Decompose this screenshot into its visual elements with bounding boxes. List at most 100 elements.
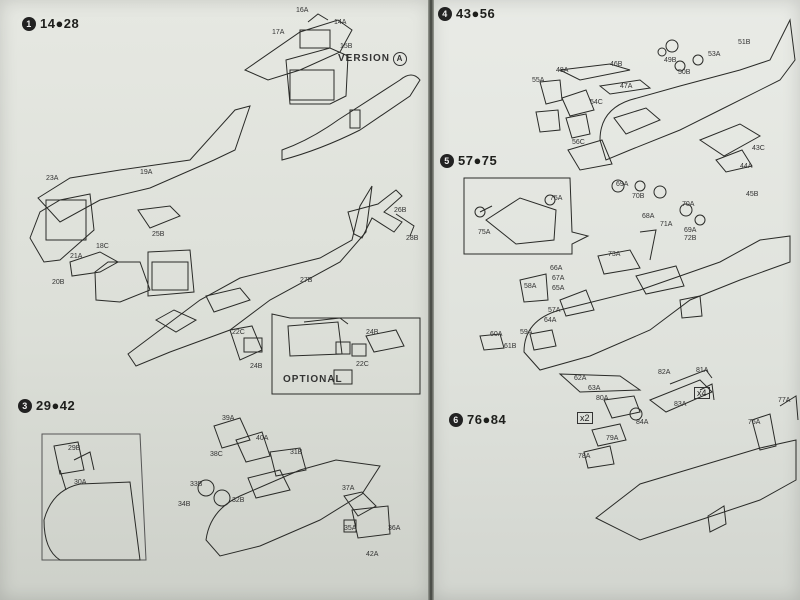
step-number: 3 (18, 398, 32, 413)
step-number: 4 (438, 6, 452, 21)
svg-text:48A: 48A (556, 67, 569, 74)
svg-text:37A: 37A (342, 485, 355, 492)
svg-text:70A: 70A (682, 201, 695, 208)
page-gutter (428, 0, 434, 600)
svg-text:59A: 59A (520, 329, 533, 336)
svg-text:20B: 20B (52, 279, 65, 286)
svg-text:16A: 16A (296, 7, 309, 14)
svg-text:31B: 31B (290, 449, 303, 456)
svg-text:80A: 80A (596, 395, 609, 402)
version-letter-badge: A (393, 52, 408, 66)
svg-text:75A: 75A (478, 229, 491, 236)
svg-text:21A: 21A (70, 253, 83, 260)
svg-text:29B: 29B (68, 445, 81, 452)
svg-text:50B: 50B (678, 69, 691, 76)
step-part-range: 14●28 (40, 16, 80, 31)
step-6-assembly-drawing (558, 369, 799, 541)
svg-text:14A: 14A (334, 19, 347, 26)
step-part-range: 43●56 (456, 6, 496, 21)
svg-text:34B: 34B (178, 501, 191, 508)
step-5-assembly-drawing (463, 177, 791, 371)
svg-text:76A: 76A (748, 419, 761, 426)
svg-text:63A: 63A (588, 385, 601, 392)
svg-text:71A: 71A (660, 221, 673, 228)
part-number-callouts: 16A 17A 14A 15B 23A 19A 25B 21A 20B 18C … (46, 7, 791, 558)
svg-text:45B: 45B (746, 191, 759, 198)
instruction-page-right (432, 0, 800, 600)
svg-text:73A: 73A (608, 251, 621, 258)
svg-text:43C: 43C (752, 145, 765, 152)
svg-text:84A: 84A (636, 419, 649, 426)
svg-text:39A: 39A (222, 415, 235, 422)
svg-text:24B: 24B (366, 329, 379, 336)
svg-text:42A: 42A (366, 551, 379, 558)
svg-text:61B: 61B (504, 343, 517, 350)
step-number: 1 (22, 16, 36, 31)
svg-text:38C: 38C (210, 451, 223, 458)
step-6-header: 6 76●84 (449, 412, 506, 427)
svg-text:69A: 69A (684, 227, 697, 234)
step-4-assembly-drawing (535, 18, 796, 173)
svg-text:65A: 65A (552, 285, 565, 292)
svg-text:82A: 82A (658, 369, 671, 376)
svg-text:56C: 56C (572, 139, 585, 146)
svg-text:51B: 51B (738, 39, 751, 46)
svg-text:24B: 24B (250, 363, 263, 370)
step-4-header: 4 43●56 (438, 6, 495, 21)
svg-text:28B: 28B (406, 235, 419, 242)
svg-text:40A: 40A (256, 435, 269, 442)
svg-text:60A: 60A (490, 331, 503, 338)
version-text: VERSION (338, 53, 391, 64)
step-3-header: 3 29●42 (18, 398, 75, 413)
instruction-page-left (0, 0, 430, 600)
optional-parts-panel (271, 313, 421, 395)
svg-text:75A: 75A (550, 195, 563, 202)
quantity-x2-box: x2 (577, 412, 593, 424)
svg-text:55A: 55A (532, 77, 545, 84)
svg-text:68A: 68A (642, 213, 655, 220)
svg-text:58A: 58A (524, 283, 537, 290)
svg-text:54C: 54C (590, 99, 603, 106)
svg-text:47A: 47A (620, 83, 633, 90)
svg-text:25B: 25B (152, 231, 165, 238)
step-part-range: 57●75 (458, 153, 498, 168)
quantity-x4-box: x4 (694, 387, 710, 399)
svg-text:77A: 77A (778, 397, 791, 404)
step-1-header: 1 14●28 (22, 16, 79, 31)
svg-text:18C: 18C (96, 243, 109, 250)
svg-text:69A: 69A (616, 181, 629, 188)
svg-text:57A: 57A (548, 307, 561, 314)
svg-text:72B: 72B (684, 235, 697, 242)
front-fuselage-drawing (197, 417, 391, 557)
svg-text:81A: 81A (696, 367, 709, 374)
svg-text:22C: 22C (232, 329, 245, 336)
step-part-range: 76●84 (467, 412, 507, 427)
svg-text:17A: 17A (272, 29, 285, 36)
svg-text:26B: 26B (394, 207, 407, 214)
svg-text:27B: 27B (300, 277, 313, 284)
fuselage-lower-drawing (127, 185, 415, 367)
svg-text:44A: 44A (740, 163, 753, 170)
cowling-version-a-drawing (243, 13, 421, 161)
svg-text:62A: 62A (574, 375, 587, 382)
svg-text:33B: 33B (190, 481, 203, 488)
svg-text:67A: 67A (552, 275, 565, 282)
step-number: 5 (440, 153, 454, 168)
step-number: 6 (449, 412, 463, 427)
svg-text:70B: 70B (632, 193, 645, 200)
svg-text:15B: 15B (340, 43, 353, 50)
optional-label: OPTIONAL (283, 374, 343, 385)
svg-text:35A: 35A (344, 525, 357, 532)
svg-text:46B: 46B (610, 61, 623, 68)
svg-text:53A: 53A (708, 51, 721, 58)
cockpit-inset-drawing (41, 433, 147, 561)
svg-text:23A: 23A (46, 175, 59, 182)
svg-text:22C: 22C (356, 361, 369, 368)
svg-text:30A: 30A (74, 479, 87, 486)
svg-text:79A: 79A (606, 435, 619, 442)
svg-text:64A: 64A (544, 317, 557, 324)
svg-text:78A: 78A (578, 453, 591, 460)
svg-text:36A: 36A (388, 525, 401, 532)
